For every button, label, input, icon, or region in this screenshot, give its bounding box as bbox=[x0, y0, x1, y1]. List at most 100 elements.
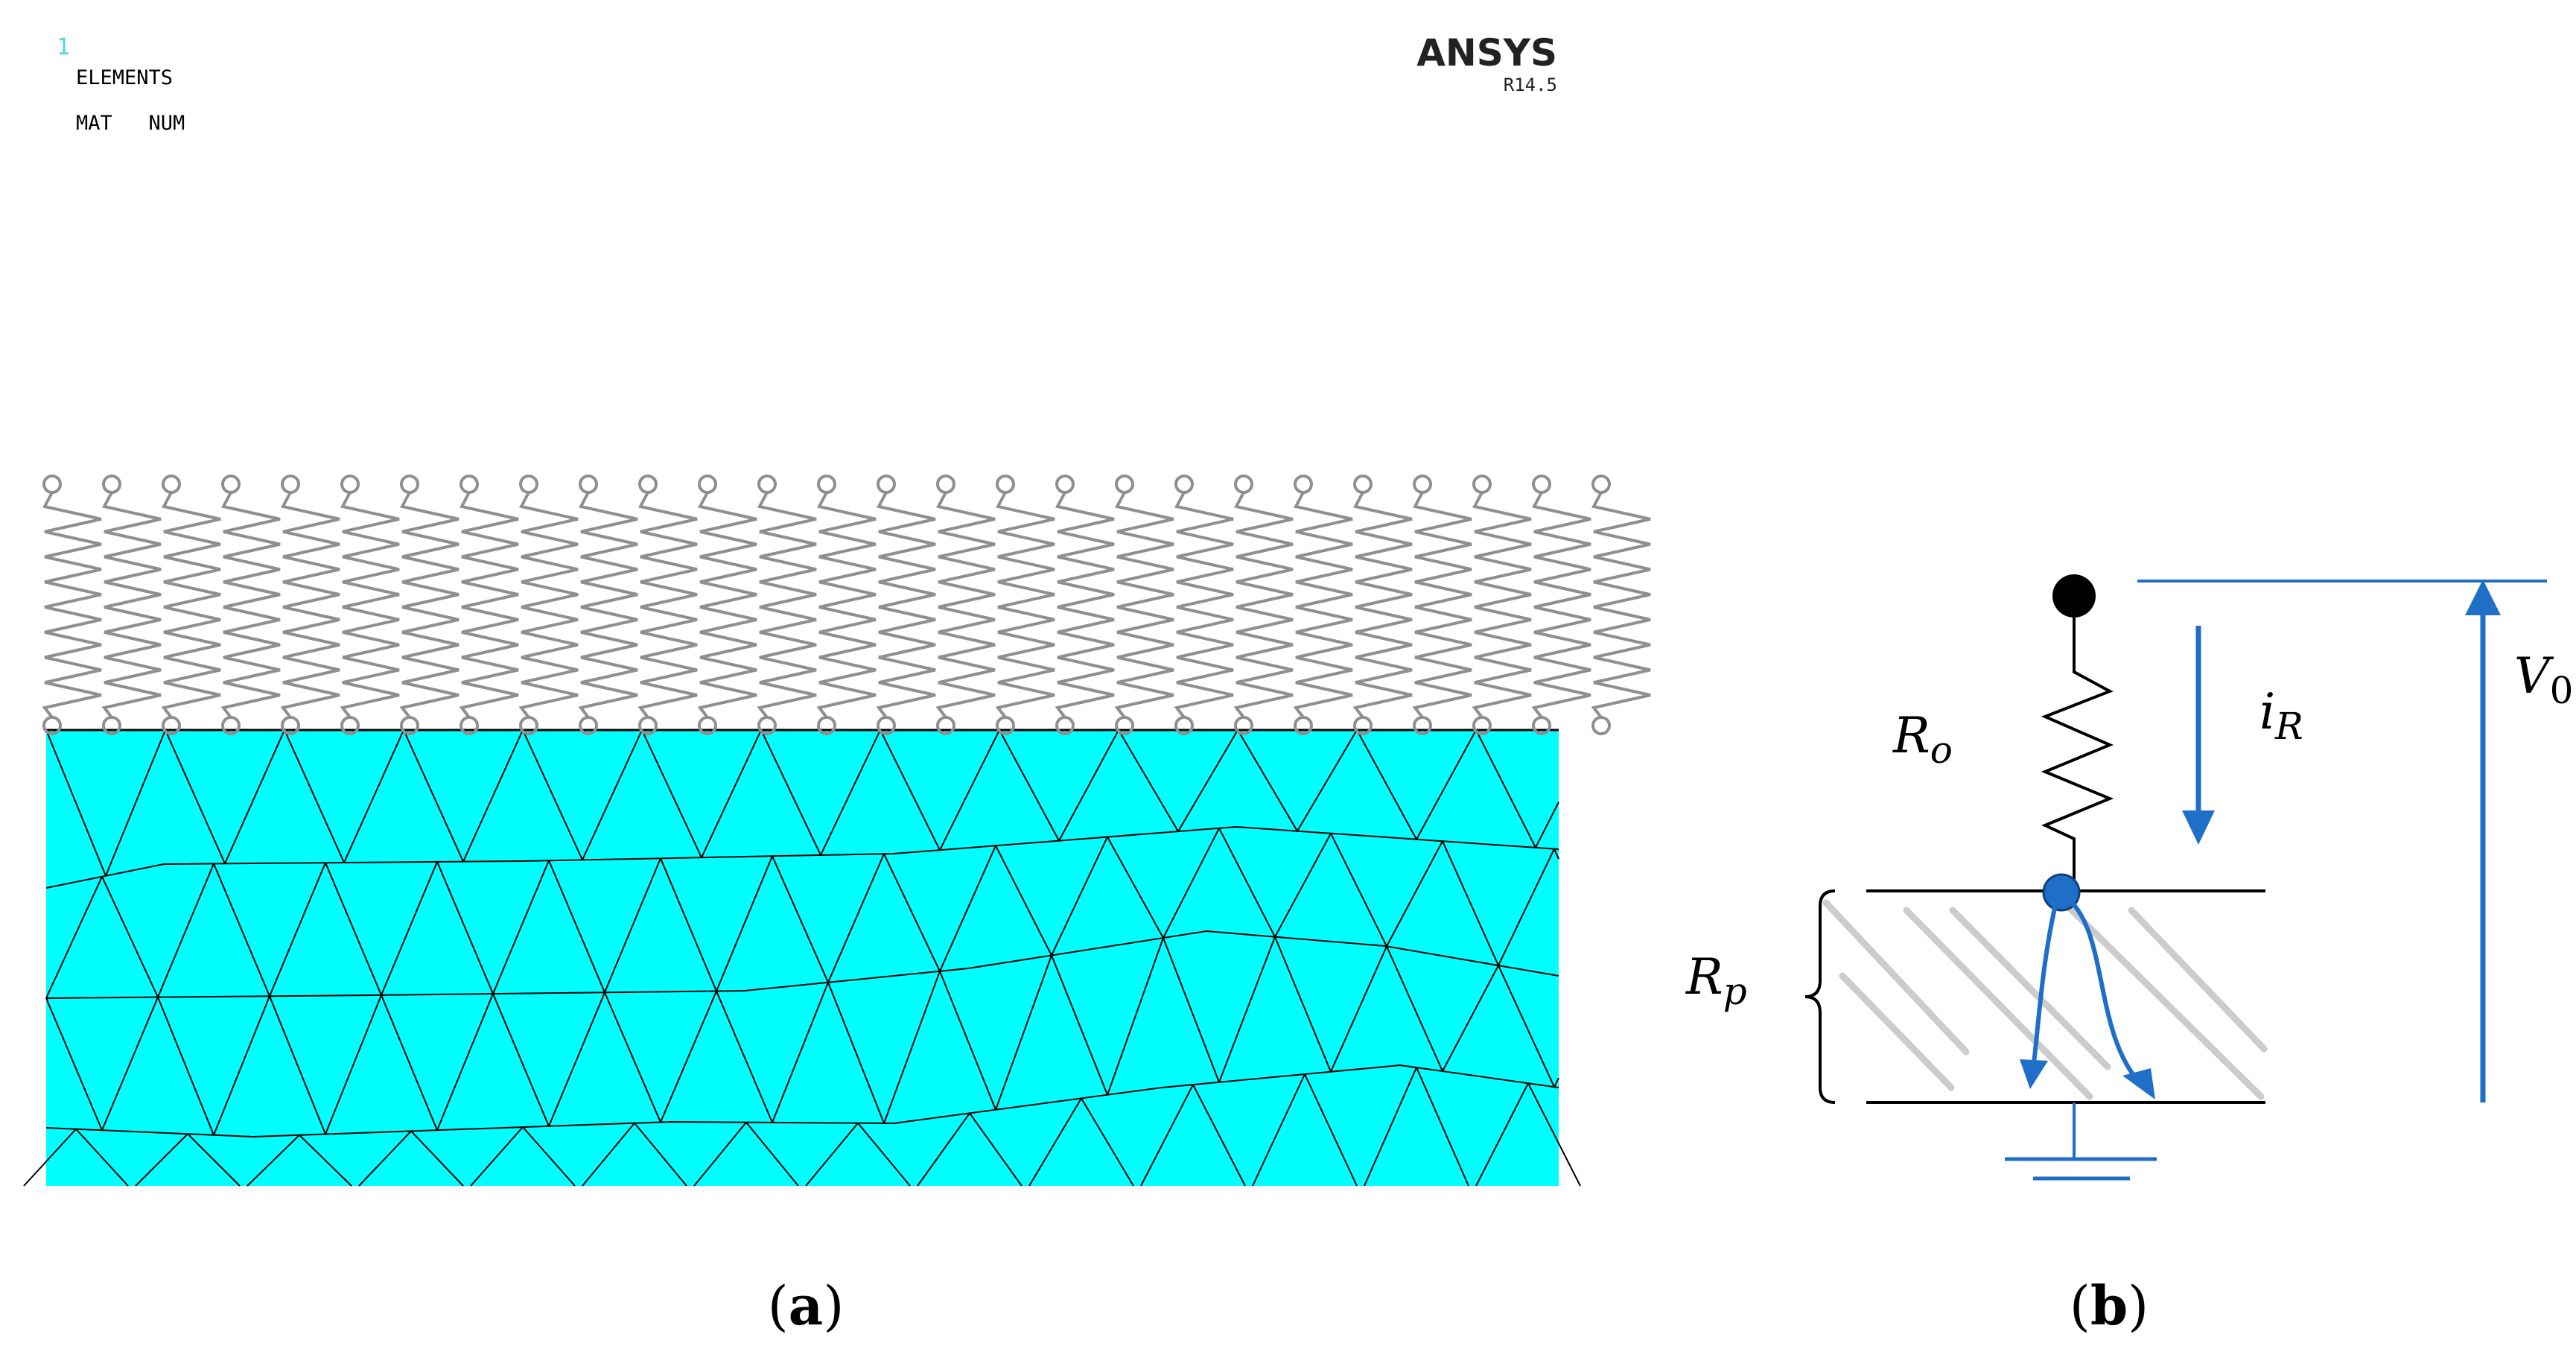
mesh-row-line bbox=[45, 825, 1559, 889]
current-arrowhead-left bbox=[2020, 1059, 2048, 1089]
mesh-edge bbox=[224, 729, 285, 864]
hatch-lines bbox=[1822, 899, 2268, 1100]
spring-top-node bbox=[1591, 475, 1611, 494]
mesh-edge bbox=[75, 1129, 129, 1187]
mesh-edge bbox=[157, 997, 214, 1136]
spring-zigzag bbox=[1591, 492, 1651, 719]
mesh-edge bbox=[1118, 729, 1179, 832]
spring-top-node bbox=[1413, 475, 1432, 494]
mesh-edge bbox=[939, 845, 996, 972]
mesh-edge bbox=[1442, 840, 1499, 966]
mesh-edge bbox=[1051, 837, 1108, 956]
spring-top-node bbox=[102, 475, 121, 494]
mesh-edge bbox=[45, 876, 103, 999]
panel-b: Ro Rp iR V0 bbox=[1685, 574, 2573, 1337]
spring-top-node bbox=[519, 475, 538, 494]
mesh-edge bbox=[470, 1126, 524, 1187]
mesh-edge bbox=[716, 991, 773, 1123]
mesh-edge bbox=[1252, 1073, 1306, 1187]
spring-zigzag bbox=[1412, 492, 1472, 719]
mesh-edge bbox=[1218, 828, 1276, 938]
mesh-edge bbox=[299, 1135, 352, 1187]
mesh-edge bbox=[1386, 840, 1443, 947]
mesh-edge bbox=[999, 729, 1060, 842]
mesh-edge bbox=[1028, 1097, 1082, 1187]
mesh-edge bbox=[213, 995, 270, 1136]
mesh-edge bbox=[827, 982, 885, 1124]
current-arrowhead-right bbox=[2122, 1068, 2155, 1099]
mesh-edge bbox=[105, 729, 166, 877]
spring-zigzag bbox=[340, 492, 400, 719]
mesh-edge bbox=[582, 1123, 635, 1187]
spring-top-node bbox=[936, 475, 955, 494]
mesh-edge bbox=[1107, 837, 1164, 939]
mesh-edge bbox=[45, 729, 106, 877]
caption-a: (a) bbox=[768, 1274, 845, 1337]
mesh-edge bbox=[820, 729, 881, 856]
spring-zigzag bbox=[757, 492, 817, 719]
mesh-edge bbox=[582, 729, 643, 860]
spring-zigzag bbox=[161, 492, 221, 719]
mesh-edge bbox=[969, 1112, 1023, 1187]
spring-zigzag bbox=[399, 492, 459, 719]
spring-top-node bbox=[1294, 475, 1313, 494]
spring-zigzag bbox=[459, 492, 519, 719]
mesh-edge bbox=[1163, 828, 1220, 939]
mesh-edge bbox=[701, 729, 762, 858]
mesh-edge bbox=[660, 857, 717, 991]
mesh-edge bbox=[1107, 937, 1164, 1096]
mesh-edge bbox=[660, 991, 717, 1123]
mesh-edge bbox=[1192, 1084, 1246, 1187]
spring-top-node bbox=[579, 475, 598, 494]
spring-zigzag bbox=[1174, 492, 1234, 719]
mesh-edge bbox=[165, 729, 226, 864]
mesh-edge bbox=[883, 853, 941, 972]
mesh-edge bbox=[325, 862, 382, 996]
spring-top-node bbox=[638, 475, 658, 494]
mesh-edge bbox=[745, 1122, 799, 1187]
mesh-edge bbox=[269, 995, 326, 1135]
spring-zigzag bbox=[1114, 492, 1174, 719]
mesh-edge bbox=[1330, 945, 1387, 1073]
spring-top-node bbox=[757, 475, 777, 494]
mesh-edge bbox=[1058, 729, 1119, 842]
mesh-edge bbox=[284, 729, 345, 863]
spring-top-node bbox=[459, 475, 479, 494]
spring-zigzag bbox=[935, 492, 996, 719]
mesh-edge bbox=[403, 729, 464, 863]
label-v0: V0 bbox=[2514, 647, 2573, 712]
spring-zigzag bbox=[995, 492, 1055, 719]
spring-top-node bbox=[877, 475, 896, 494]
spring-elements bbox=[42, 475, 1651, 735]
mesh-edge bbox=[772, 855, 829, 983]
mesh-edge bbox=[1553, 848, 1559, 860]
mesh-edge bbox=[995, 845, 1052, 956]
spring-zigzag bbox=[1472, 492, 1532, 719]
mesh-edge bbox=[917, 1112, 970, 1187]
spring-bottom-node bbox=[1591, 716, 1611, 735]
mesh-row-line bbox=[45, 930, 1559, 999]
mesh-edge bbox=[381, 994, 438, 1131]
mesh-edge bbox=[548, 860, 605, 993]
spring-top-node bbox=[1234, 475, 1253, 494]
mesh-edge bbox=[1297, 729, 1358, 832]
spring-top-node bbox=[1055, 475, 1075, 494]
mesh-edge bbox=[760, 729, 821, 856]
mesh-edge bbox=[462, 729, 524, 863]
mesh-edge bbox=[410, 1130, 464, 1187]
current-path-left bbox=[2031, 898, 2059, 1070]
mesh-edge bbox=[1274, 936, 1332, 1073]
mesh-edge bbox=[1498, 965, 1555, 1088]
mesh-edge bbox=[1274, 833, 1332, 938]
mesh-edge bbox=[1527, 1082, 1581, 1187]
mesh-edge bbox=[23, 1129, 77, 1187]
mesh-edge bbox=[641, 729, 702, 858]
spring-zigzag bbox=[1055, 492, 1115, 719]
spring-zigzag bbox=[637, 492, 698, 719]
mesh-edge bbox=[1237, 729, 1298, 832]
mesh-edge bbox=[1163, 937, 1220, 1083]
spring-zigzag bbox=[578, 492, 638, 719]
panel-a: 1 ELEMENTS MAT NUM ANSYS R14.5 (a) bbox=[23, 31, 1651, 1337]
spring-zigzag bbox=[42, 492, 102, 719]
